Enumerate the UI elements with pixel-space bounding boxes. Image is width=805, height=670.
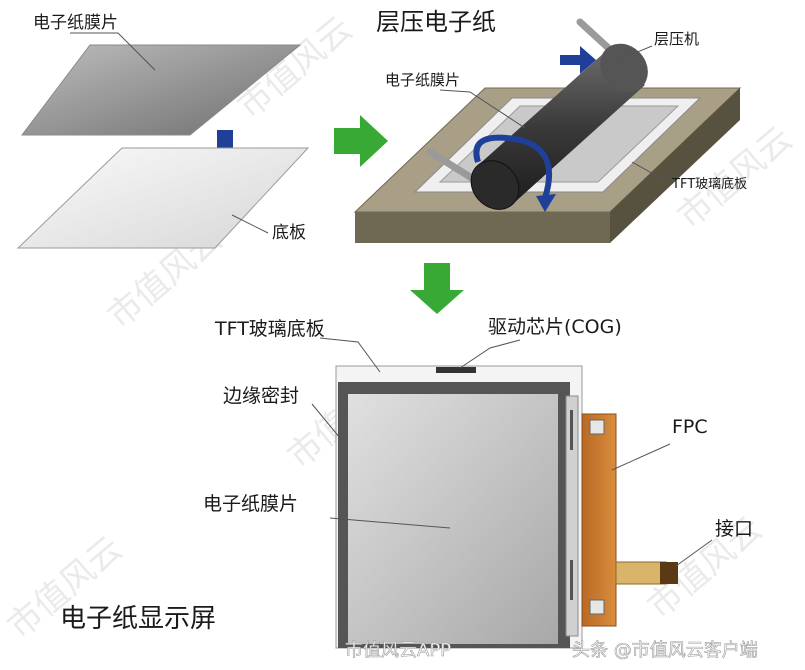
film-on-plate-leader-line: [439, 89, 526, 129]
driver-chip-label: 驱动芯片(COG): [488, 316, 622, 338]
lamination-step: 层压电子纸 层压机 电子纸膜片 TFT玻璃底板: [353, 8, 747, 243]
fpc-pad: [589, 599, 605, 615]
base-plate-label: 底板: [272, 223, 306, 243]
laminator-label: 层压机: [654, 30, 699, 48]
connector-end: [660, 562, 678, 584]
tft-glass-leader-line: [319, 337, 381, 373]
roller-end: [470, 160, 520, 210]
display-film-label: 电子纸膜片: [203, 493, 298, 515]
edge-seal-label: 边缘密封: [223, 385, 299, 407]
film-leader-line: [70, 32, 156, 71]
roller-body: [475, 52, 645, 202]
roller-end: [600, 43, 648, 93]
tft-small-leader-line: [631, 161, 669, 183]
fpc-pad: [589, 419, 605, 435]
footer-watermark-left: 市值风云APP: [345, 640, 451, 661]
tft-glass-label: TFT玻璃底板: [214, 318, 325, 340]
tft-small-label: TFT玻璃底板: [671, 176, 747, 192]
platform-side: [610, 88, 740, 243]
edge-seal-leader-line: [311, 403, 341, 439]
laminator-leader-line: [617, 45, 653, 61]
rotation-arrow-icon: [473, 134, 553, 199]
platform-front: [355, 212, 610, 243]
connector-label: 接口: [715, 518, 753, 540]
rotation-arrowhead-icon: [536, 194, 556, 212]
side-strip-detail: [570, 410, 573, 450]
fpc-tail: [615, 561, 667, 585]
lamination-title: 层压电子纸: [376, 8, 496, 36]
film-and-base: 电子纸膜片 底板: [16, 13, 310, 249]
right-arrow-icon: [334, 115, 388, 167]
display-assembly: TFT玻璃底板 驱动芯片(COG) 边缘密封 FPC 电子纸膜片 接口: [203, 316, 753, 649]
fpc-flex-cable: [581, 413, 617, 627]
driver-chip-leader-line: [459, 339, 521, 369]
base-plate: [16, 147, 310, 249]
side-strip-detail: [570, 560, 573, 600]
side-strip: [565, 395, 579, 637]
fpc-label: FPC: [672, 416, 708, 438]
film-sheet: [20, 44, 302, 136]
fpc-leader-line: [611, 443, 671, 471]
down-arrow-icon: [410, 263, 464, 314]
e-paper-film: [348, 394, 558, 644]
display-title: 电子纸显示屏: [60, 604, 216, 634]
film-label: 电子纸膜片: [33, 13, 118, 33]
display-film-leader-line: [329, 517, 451, 529]
connector-leader-line: [675, 539, 713, 567]
push-arrow-icon: [560, 46, 596, 74]
base-plate-leader-line: [231, 214, 269, 234]
driver-chip: [436, 367, 476, 373]
film-on-plate-label: 电子纸膜片: [385, 71, 460, 89]
footer-watermark-right: 头条 @市值风云客户端: [572, 640, 758, 661]
